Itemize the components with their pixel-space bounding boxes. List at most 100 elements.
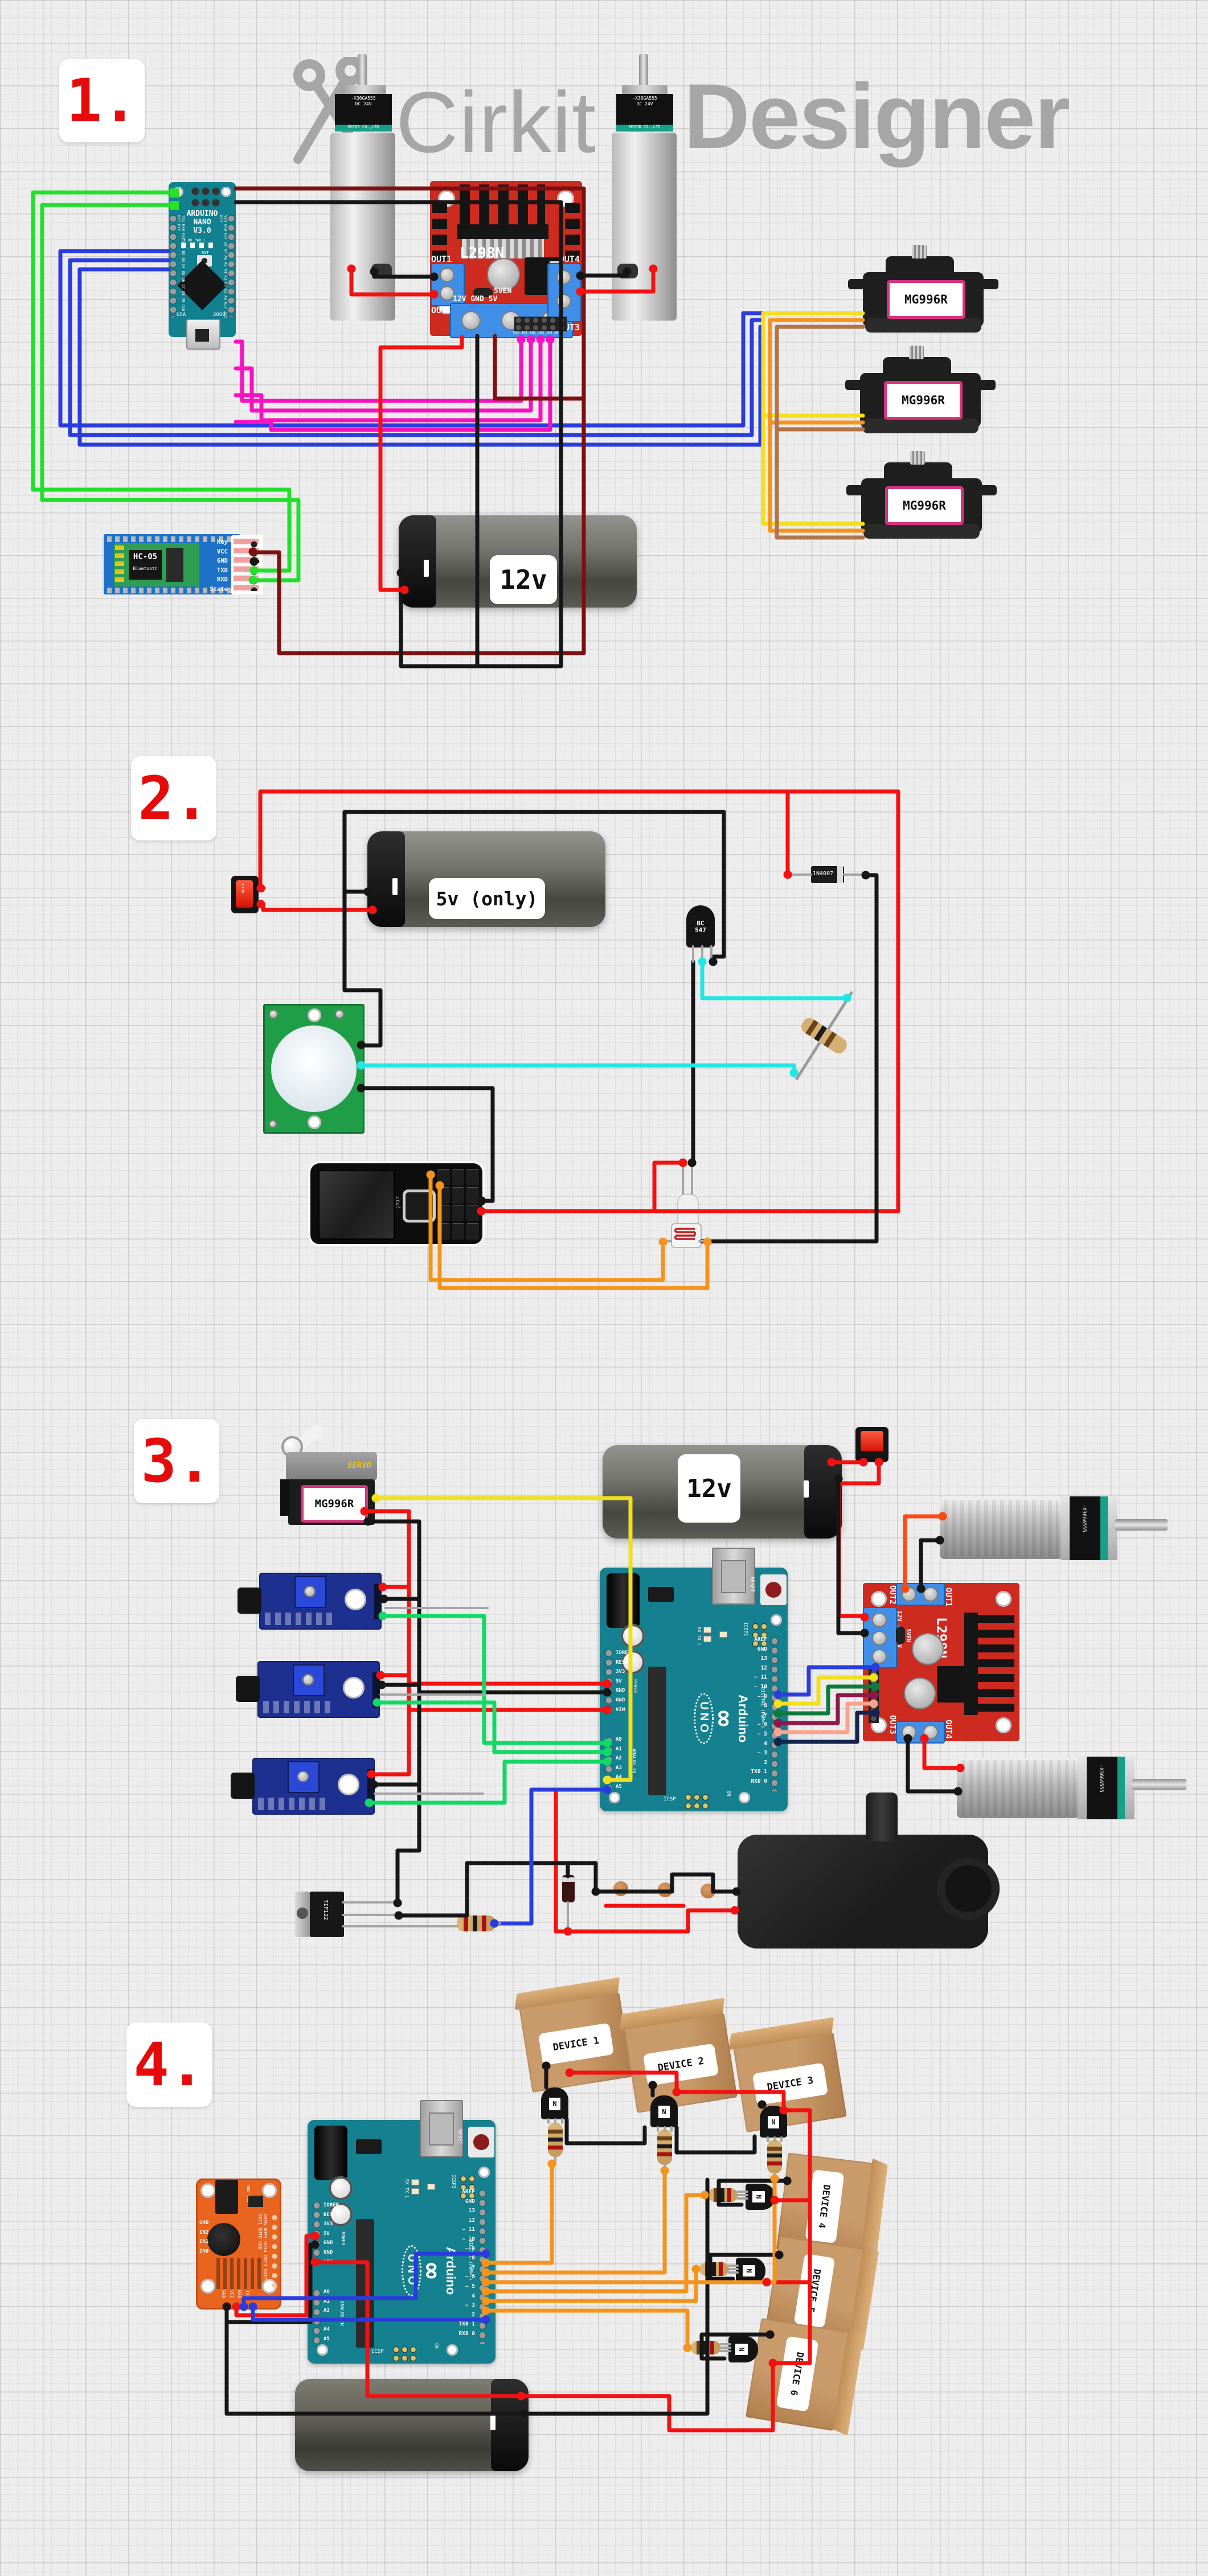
servo-label: MG996R [884,381,963,420]
led [427,2184,435,2190]
sensor-cylinder [231,1773,255,1799]
nano-right-pins [228,214,235,317]
npn-transistor-6: N [728,2336,758,2362]
motor-teal-stripe [1100,1496,1108,1560]
icsp-header [684,1793,710,1810]
atmega-chip [356,2219,374,2348]
bt-chip2 [166,548,183,582]
section-label-2: 2. [131,756,216,840]
analog-pin-header [312,2288,321,2347]
led [703,1636,711,1642]
ir-sensor-3 [231,1758,375,1815]
section-label-4: 4. [126,2023,212,2107]
servo-shaft [912,245,927,259]
battery-4 [295,2379,529,2471]
pin-header [367,1769,375,1804]
motor-model-label: -X36GA555 [351,96,376,101]
phone-keypad [437,1169,479,1240]
servo-mg996r-4: SERVO MG996R [280,1422,383,1525]
digital-pin-header [478,2189,487,2344]
ir-sensor-2 [236,1661,380,1718]
dc-gearmotor-2: -X36GA555 DC 24V MOTOR CO.,LTD [611,54,677,321]
servo-mg996r-2: MG996R [845,346,996,434]
large-motor-shaft [866,1792,898,1841]
servo-mg996r-1: MG996R [848,245,998,334]
module-right-pin-labels: OUT6 OUT5 OUT4 OUT3 OUT2 OUT1 OUT0 GND [257,2214,268,2280]
trimpot [294,1576,326,1608]
npn-transistor-2: N [650,2095,678,2127]
motor-volt-label: DC 24V [636,101,653,106]
servo-brand: SERVO [347,1461,371,1470]
analog-title: ANALOG IN [339,2301,345,2326]
phone-brand: itel [395,1196,400,1209]
dc-gearmotor-3: -X36GA555 [940,1496,1168,1560]
on-label: ON [434,2343,439,2349]
rocker-switch-2 [855,1427,888,1462]
npn-transistor-3: N [760,2106,787,2138]
battery-5v: 5v (only) [367,831,605,927]
power-jack [607,1573,640,1628]
motor-teal-stripe: MOTOR CO.,LTD [616,125,673,132]
l298n-driver-board-1: L298N OUT1 OUT2 5VEN 12V GND 5V OUT4 OUT… [430,181,582,338]
dc-gearmotor-4: -X36GA555 [957,1757,1186,1819]
power-terminal-label: 12V GND 5V [453,295,498,303]
digital-pin-header [770,1636,779,1791]
resistor-diagonal [795,991,854,1081]
heatsink-bar [457,224,548,239]
led-white [677,1193,699,1224]
tip122-transistor: TIP122 [295,1892,344,1937]
resistor-h [708,2188,738,2202]
device-label: DEVICE 1 [538,2023,615,2066]
npn-transistor-4: N [746,2184,775,2210]
device-label: DEVICE 2 [642,2043,719,2086]
pir-dome-lens [271,1026,357,1112]
device-label: DEVICE 6 [776,2336,819,2412]
nano-left-pin-labels: TX1 RX0 RST GND D2 D3 D4 D5 D6 D7 D8 D9 … [177,215,186,311]
nano-leds [181,243,215,248]
servo-mg996r-3: MG996R [846,451,997,540]
device-label: DEVICE 4 [805,2169,845,2243]
logo-text-cirkit: Cirkit [396,74,597,171]
reset-label: RESET [749,1577,755,1593]
led [411,2179,419,2185]
servo-tab [280,1479,289,1516]
control-pin-labels: ENA IN1 IN2 IN3 IN4 ENB [513,331,561,335]
dc-gearmotor-1: -X36GA555 DC 24V MOTOR CO.,LTD [329,54,396,321]
battery-12v-1: 12v [399,515,637,608]
npn-transistor-5: N [736,2258,765,2284]
heatsink-bar [964,1613,978,1715]
control-pin-header [869,1668,879,1723]
power-title: POWER [633,1679,638,1693]
power-title: POWER [341,2232,346,2246]
module-jumper [248,2196,263,2207]
battery-12v-2: 12v [603,1445,842,1539]
hc05-pin-pads [231,535,263,594]
device-box-2: DEVICE 2 [619,1997,738,2113]
antenna-trace [115,545,124,583]
battery-label: 12v [490,555,557,604]
power-jack [314,2126,347,2180]
nano-tx-pad [170,188,179,198]
ceramic-capacitor [613,1881,628,1896]
device-box-6: DEVICE 6 [746,2317,864,2436]
module-right-pins [271,2213,278,2290]
pin-header [372,1672,380,1708]
resistor-h [699,2262,729,2276]
motor-teal-stripe: MOTOR CO.,LTD [335,125,392,132]
sensor-cylinder [237,1588,261,1614]
battery-label: 12v [678,1454,740,1523]
led [719,1631,727,1638]
feature-phone: itel [310,1163,482,1244]
nano-pin1-label: 1 [223,187,227,194]
control-pin-header [514,317,567,331]
ceramic-capacitor [701,1884,715,1898]
digital-title: DIGITAL (PWM=~) [468,2239,473,2281]
